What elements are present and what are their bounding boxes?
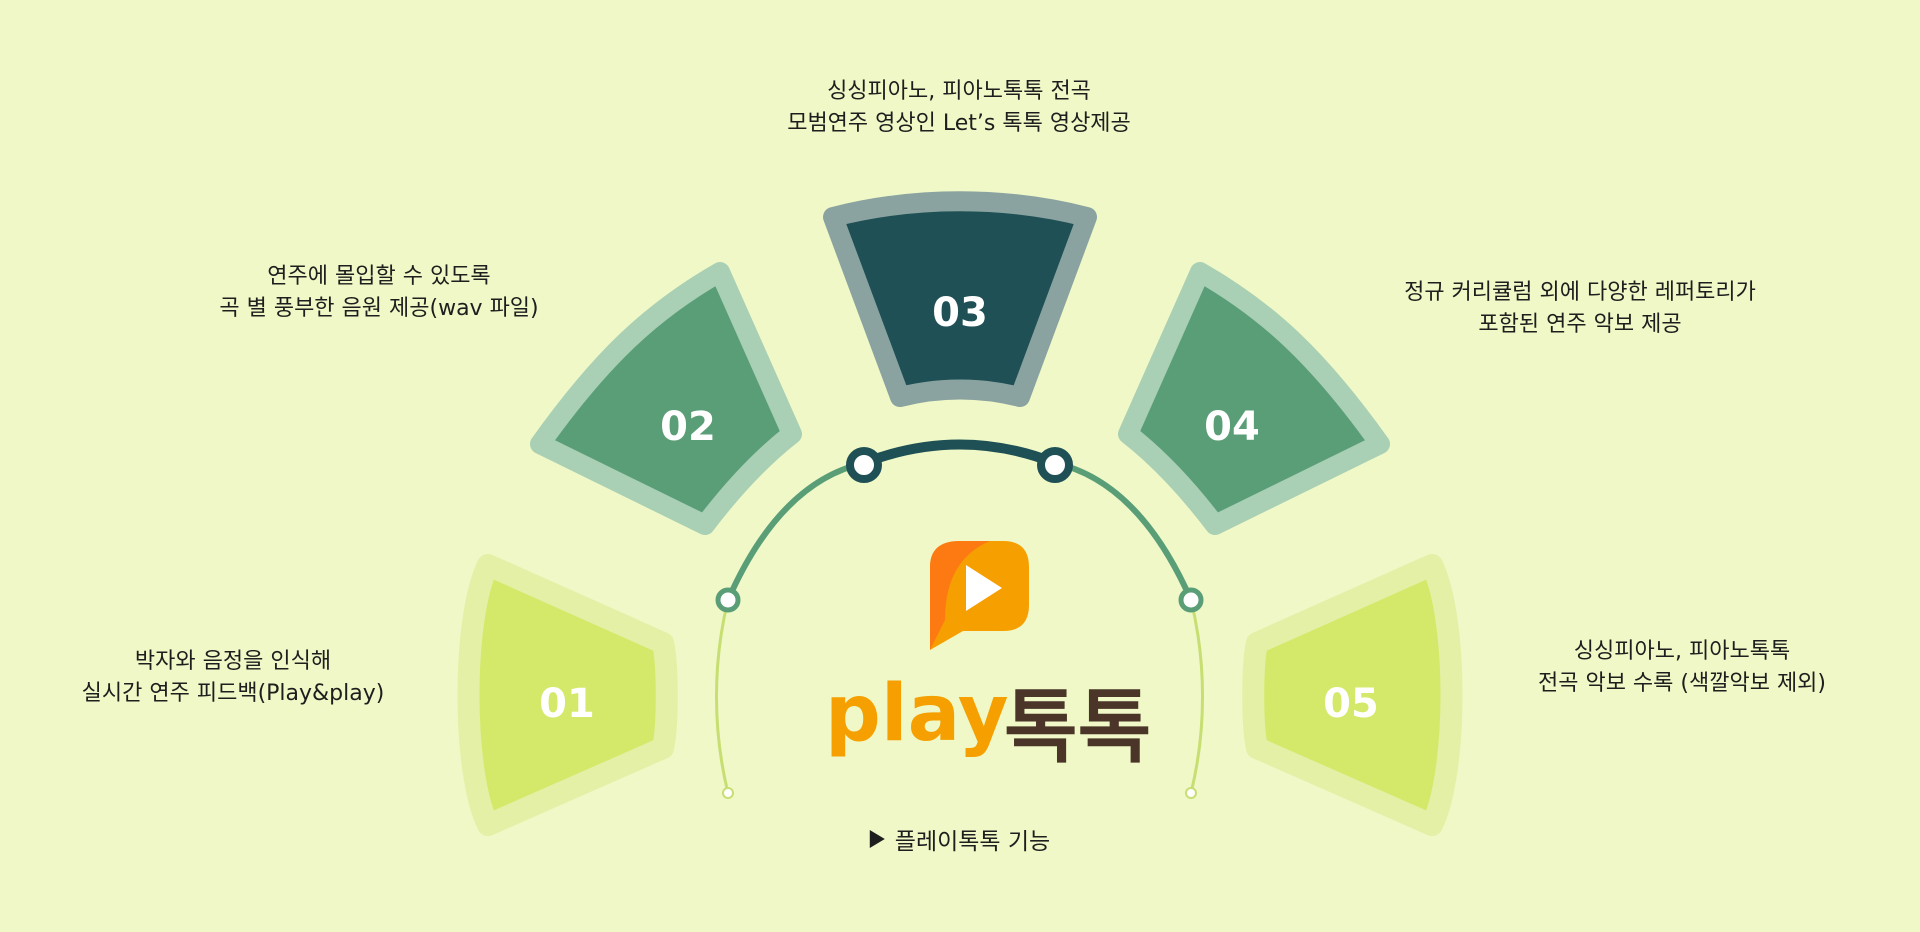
logo-word-toktok: 톡톡 bbox=[1004, 681, 1151, 774]
play-bubble-icon bbox=[930, 541, 1029, 650]
description-03-line-1: 싱싱피아노, 피아노톡톡 전곡 bbox=[827, 79, 1091, 104]
description-02: 연주에 몰입할 수 있도록 곡 별 풍부한 음원 제공(wav 파일) bbox=[219, 261, 538, 325]
description-03-line-2: 모범연주 영상인 Let’s 톡톡 영상제공 bbox=[787, 111, 1131, 136]
segment-01-number: 01 bbox=[539, 681, 595, 727]
arc-endpoint-right bbox=[1185, 787, 1197, 799]
segment-02: 02 bbox=[530, 262, 802, 535]
description-04-line-2: 포함된 연주 악보 제공 bbox=[1478, 312, 1682, 337]
segment-01: 01 bbox=[457, 554, 678, 836]
play-arrow-icon bbox=[869, 830, 885, 848]
segment-03-number: 03 bbox=[932, 290, 988, 336]
caption-text: 플레이톡톡 기능 bbox=[894, 829, 1051, 855]
description-04-line-1: 정규 커리큘럼 외에 다양한 레퍼토리가 bbox=[1404, 280, 1756, 305]
segment-04-number: 04 bbox=[1204, 404, 1260, 450]
arc-node-top-left bbox=[846, 447, 882, 483]
description-05-line-1: 싱싱피아노, 피아노톡톡 bbox=[1573, 639, 1791, 664]
description-03: 싱싱피아노, 피아노톡톡 전곡 모범연주 영상인 Let’s 톡톡 영상제공 bbox=[787, 76, 1131, 140]
diagram-caption: 플레이톡톡 기능 bbox=[869, 822, 1051, 856]
description-04: 정규 커리큘럼 외에 다양한 레퍼토리가 포함된 연주 악보 제공 bbox=[1404, 277, 1756, 341]
arc-node-top-right bbox=[1037, 447, 1073, 483]
segment-05: 05 bbox=[1242, 554, 1463, 836]
segment-05-number: 05 bbox=[1323, 681, 1379, 727]
segment-04: 04 bbox=[1118, 262, 1390, 535]
description-02-line-2: 곡 별 풍부한 음원 제공(wav 파일) bbox=[219, 296, 539, 321]
description-01-line-1: 박자와 음정을 인식해 bbox=[134, 649, 332, 674]
description-01: 박자와 음정을 인식해 실시간 연주 피드백(Play&play) bbox=[82, 646, 385, 710]
connector-arc bbox=[714, 439, 1205, 799]
arc-node-left bbox=[715, 587, 741, 613]
playtoktok-logo: play 톡톡 bbox=[825, 541, 1151, 774]
arc-endpoint-left bbox=[722, 787, 734, 799]
description-02-line-1: 연주에 몰입할 수 있도록 bbox=[267, 264, 491, 289]
description-01-line-2: 실시간 연주 피드백(Play&play) bbox=[81, 681, 385, 706]
segment-02-number: 02 bbox=[660, 404, 716, 450]
segment-03: 03 bbox=[823, 191, 1097, 407]
logo-word-play: play bbox=[825, 669, 1009, 759]
description-05-line-2: 전곡 악보 수록 (색깔악보 제외) bbox=[1537, 671, 1827, 696]
arc-node-right bbox=[1178, 587, 1204, 613]
description-05: 싱싱피아노, 피아노톡톡 전곡 악보 수록 (색깔악보 제외) bbox=[1538, 636, 1826, 700]
